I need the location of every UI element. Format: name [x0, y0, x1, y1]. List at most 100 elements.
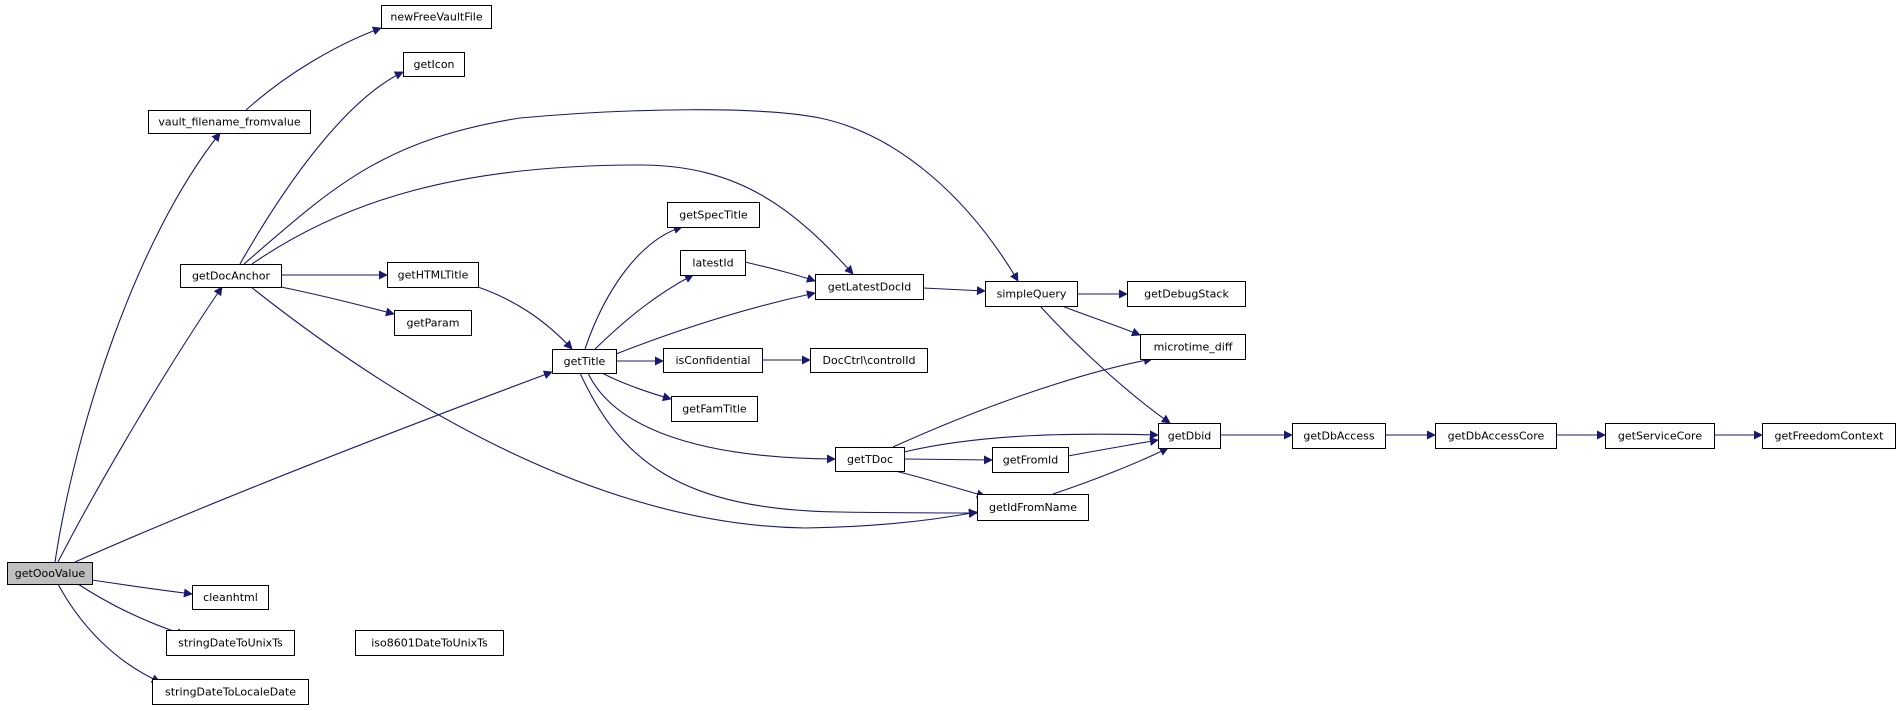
edge-gettitle-to-getlatestdocid [615, 290, 816, 355]
edge-getdocanchor-to-getparam [280, 286, 395, 317]
node-box [671, 396, 758, 422]
node-box [355, 630, 504, 656]
node-label: isConfidential [676, 354, 751, 367]
node-label: getFreedomContext [1775, 430, 1885, 443]
node-getservicecore[interactable]: getServiceCore [1605, 423, 1715, 449]
node-box [835, 447, 905, 472]
node-label: stringDateToUnixTs [178, 637, 283, 650]
node-isconfidential[interactable]: isConfidential [663, 348, 763, 373]
node-getidfromname[interactable]: getIdFromName [977, 494, 1089, 521]
node-label: iso8601DateToUnixTs [371, 637, 488, 650]
edge-gethtmltitle-to-gettitle [477, 286, 573, 350]
node-box [1605, 423, 1715, 449]
node-getdocanchor[interactable]: getDocAnchor [180, 264, 282, 288]
edge-gettitle-to-gettdoc [587, 372, 836, 464]
edge-getfromid-to-getdbid [1067, 436, 1159, 457]
node-getspectitle[interactable]: getSpecTitle [667, 202, 760, 228]
node-box [148, 110, 311, 134]
node-iso8601datetounixts[interactable]: iso8601DateToUnixTs [355, 630, 504, 656]
edge-getooovalue-to-getdocanchor [57, 286, 223, 563]
node-label: cleanhtml [203, 591, 258, 604]
node-vault-filename-fromvalue[interactable]: vault_filename_fromvalue [148, 110, 311, 134]
node-stringdatetounixts[interactable]: stringDateToUnixTs [166, 630, 295, 656]
node-label: getDocAnchor [192, 270, 271, 283]
node-label: getDbAccessCore [1448, 430, 1545, 443]
node-getlatestdocid[interactable]: getLatestDocId [815, 274, 924, 300]
node-stringdatetolocaledate[interactable]: stringDateToLocaleDate [152, 679, 309, 705]
edge-simplequery-to-getdbid [1039, 305, 1171, 424]
node-label: newFreeVaultFile [390, 11, 482, 24]
edge-getooovalue-to-gettitle [74, 370, 553, 563]
node-getfromid[interactable]: getFromId [992, 447, 1069, 473]
edge-getooovalue-to-cleanhtml [91, 579, 193, 598]
node-gettitle[interactable]: getTitle [552, 349, 617, 374]
node-label: getFamTitle [682, 403, 747, 416]
edge-gettitle-to-getidfromname [579, 372, 978, 518]
node-label: getHTMLTitle [398, 269, 469, 282]
node-label: DocCtrl\controlId [823, 354, 916, 367]
node-getfreedomcontext[interactable]: getFreedomContext [1762, 423, 1896, 449]
edge-gettitle-to-latestid [594, 274, 694, 350]
node-box [810, 348, 928, 373]
node-gettdoc[interactable]: getTDoc [835, 447, 905, 472]
edge-vault-filename-fromvalue-to-newfreevaultfile [245, 26, 382, 111]
node-microtime-diff[interactable]: microtime_diff [1140, 334, 1246, 360]
edge-getdocanchor-to-getidfromname [250, 286, 978, 529]
node-label: microtime_diff [1154, 341, 1233, 354]
edge-gettdoc-to-getdbid [903, 430, 1159, 453]
node-box [985, 281, 1078, 307]
node-label: getParam [407, 317, 460, 330]
node-box [166, 630, 295, 656]
edge-getdocanchor-to-geticon [239, 71, 404, 265]
node-getparam[interactable]: getParam [394, 310, 472, 336]
node-box [180, 264, 282, 288]
node-label: getLatestDocId [828, 281, 912, 294]
node-box [381, 5, 492, 29]
node-latestid[interactable]: latestId [680, 250, 746, 276]
node-newfreevaultfile[interactable]: newFreeVaultFile [381, 5, 492, 29]
edge-gettdoc-to-microtime-diff [892, 356, 1153, 448]
node-box [1762, 423, 1896, 449]
node-controlid[interactable]: DocCtrl\controlId [810, 348, 928, 373]
node-label: getSpecTitle [679, 209, 748, 222]
node-label: simpleQuery [997, 288, 1067, 301]
node-getooovalue[interactable]: getOooValue [7, 562, 93, 585]
node-getdbid[interactable]: getDbid [1158, 423, 1221, 449]
node-label: latestId [692, 257, 733, 270]
node-box [680, 250, 746, 276]
edge-simplequery-to-microtime-diff [1061, 305, 1141, 337]
node-box [1435, 423, 1557, 449]
node-getdbaccess[interactable]: getDbAccess [1292, 423, 1386, 449]
node-box [192, 585, 269, 610]
node-box [387, 262, 479, 288]
edge-gettitle-to-getfamtitle [601, 372, 672, 402]
node-simplequery[interactable]: simpleQuery [985, 281, 1078, 307]
node-label: getFromId [1003, 454, 1059, 467]
edge-getdocanchor-to-getlatestdocid [251, 164, 854, 275]
node-box [7, 562, 93, 585]
node-box [1140, 334, 1246, 360]
node-getfamtitle[interactable]: getFamTitle [671, 396, 758, 422]
node-label: getDebugStack [1144, 288, 1229, 301]
node-box [1127, 281, 1246, 307]
node-label: getTitle [564, 355, 606, 368]
node-box [152, 679, 309, 705]
edge-getidfromname-to-getdbid [1052, 447, 1169, 495]
node-cleanhtml[interactable]: cleanhtml [192, 585, 269, 610]
node-label: getDbid [1168, 430, 1212, 443]
node-getdbaccesscore[interactable]: getDbAccessCore [1435, 423, 1557, 449]
node-box [815, 274, 924, 300]
node-gethtmltitle[interactable]: getHTMLTitle [387, 262, 479, 288]
node-box [394, 310, 472, 336]
edge-gettitle-to-getspectitle [584, 225, 683, 350]
node-label: stringDateToLocaleDate [165, 686, 296, 699]
node-getdebugstack[interactable]: getDebugStack [1127, 281, 1246, 307]
nodes-layer: getOooValue newFreeVaultFile vault_filenam… [7, 5, 1896, 705]
node-label: getIcon [413, 58, 454, 71]
node-label: getServiceCore [1618, 430, 1702, 443]
node-geticon[interactable]: getIcon [403, 52, 465, 77]
node-box [977, 494, 1089, 521]
edge-gettdoc-to-getidfromname [894, 470, 986, 499]
node-box [403, 52, 465, 77]
node-label: vault_filename_fromvalue [158, 116, 300, 129]
